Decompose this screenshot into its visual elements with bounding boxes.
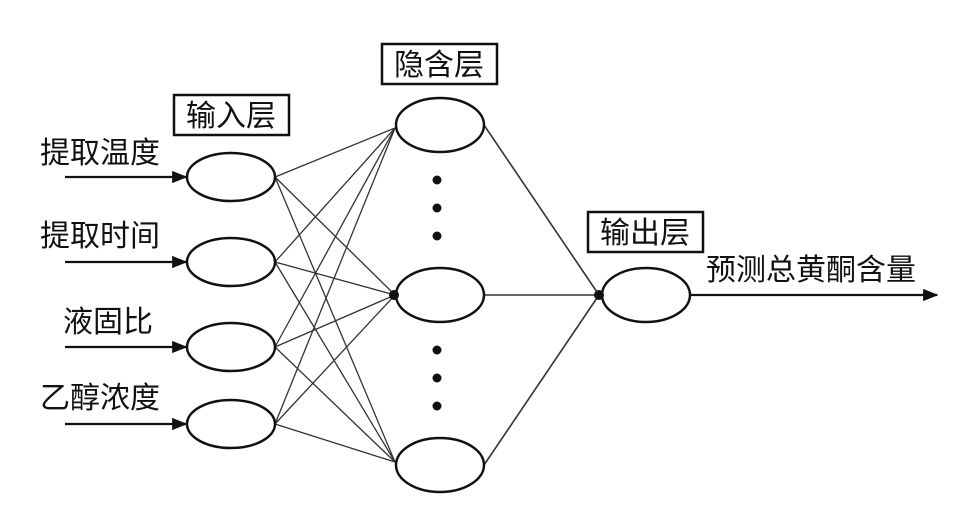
input-label-4: 乙醇浓度 bbox=[40, 381, 160, 416]
output-layer-label: 输出层 bbox=[600, 216, 690, 251]
input-label-3: 液固比 bbox=[63, 305, 153, 340]
hidden-layer-label-box: 隐含层 bbox=[380, 42, 499, 86]
input-nodes bbox=[185, 151, 277, 450]
input-hidden-connections bbox=[274, 127, 396, 463]
dot bbox=[432, 203, 442, 213]
input-node-2 bbox=[185, 236, 277, 288]
dot bbox=[432, 401, 442, 411]
connection-input1-hidden1 bbox=[274, 127, 396, 178]
connection-hidden3-output bbox=[483, 294, 600, 466]
connection-input3-hidden2 bbox=[274, 294, 396, 348]
dot bbox=[432, 175, 442, 185]
output-junction-dot bbox=[594, 290, 604, 300]
connection-input1-hidden3 bbox=[274, 176, 396, 463]
hidden-node-bottom bbox=[394, 436, 486, 494]
input-label-1: 提取温度 bbox=[40, 136, 160, 171]
connection-input4-hidden2 bbox=[274, 294, 396, 425]
connection-input2-hidden1 bbox=[274, 127, 396, 263]
hidden-nodes bbox=[394, 96, 486, 494]
ellipsis-dots bbox=[432, 175, 442, 411]
connection-input2-hidden3 bbox=[274, 261, 396, 463]
input-layer-label: 输入层 bbox=[186, 99, 276, 134]
connection-input3-hidden3 bbox=[274, 346, 396, 463]
connection-hidden1-output bbox=[483, 124, 600, 296]
hidden-node-middle bbox=[394, 266, 486, 324]
hidden-junction-dot bbox=[389, 290, 399, 300]
connection-input4-hidden3 bbox=[274, 423, 396, 463]
input-layer-label-box: 输入层 bbox=[172, 93, 291, 137]
input-node-3 bbox=[185, 321, 277, 373]
input-arrows bbox=[65, 170, 188, 431]
output-label: 预测总黄酮含量 bbox=[706, 253, 916, 288]
hidden-layer-label: 隐含层 bbox=[394, 48, 484, 83]
dot bbox=[432, 345, 442, 355]
connection-input1-hidden2 bbox=[274, 176, 396, 296]
dot bbox=[432, 373, 442, 383]
output-layer-label-box: 输出层 bbox=[586, 210, 705, 254]
input-label-2: 提取时间 bbox=[40, 219, 160, 254]
connection-input4-hidden1 bbox=[274, 127, 396, 425]
input-node-4 bbox=[185, 398, 277, 450]
output-node bbox=[600, 266, 692, 324]
hidden-output-connections bbox=[483, 124, 600, 466]
connection-input3-hidden1 bbox=[274, 127, 396, 348]
input-node-1 bbox=[185, 151, 277, 203]
connection-input2-hidden2 bbox=[274, 261, 396, 296]
dot bbox=[432, 231, 442, 241]
hidden-node-top bbox=[394, 96, 486, 154]
